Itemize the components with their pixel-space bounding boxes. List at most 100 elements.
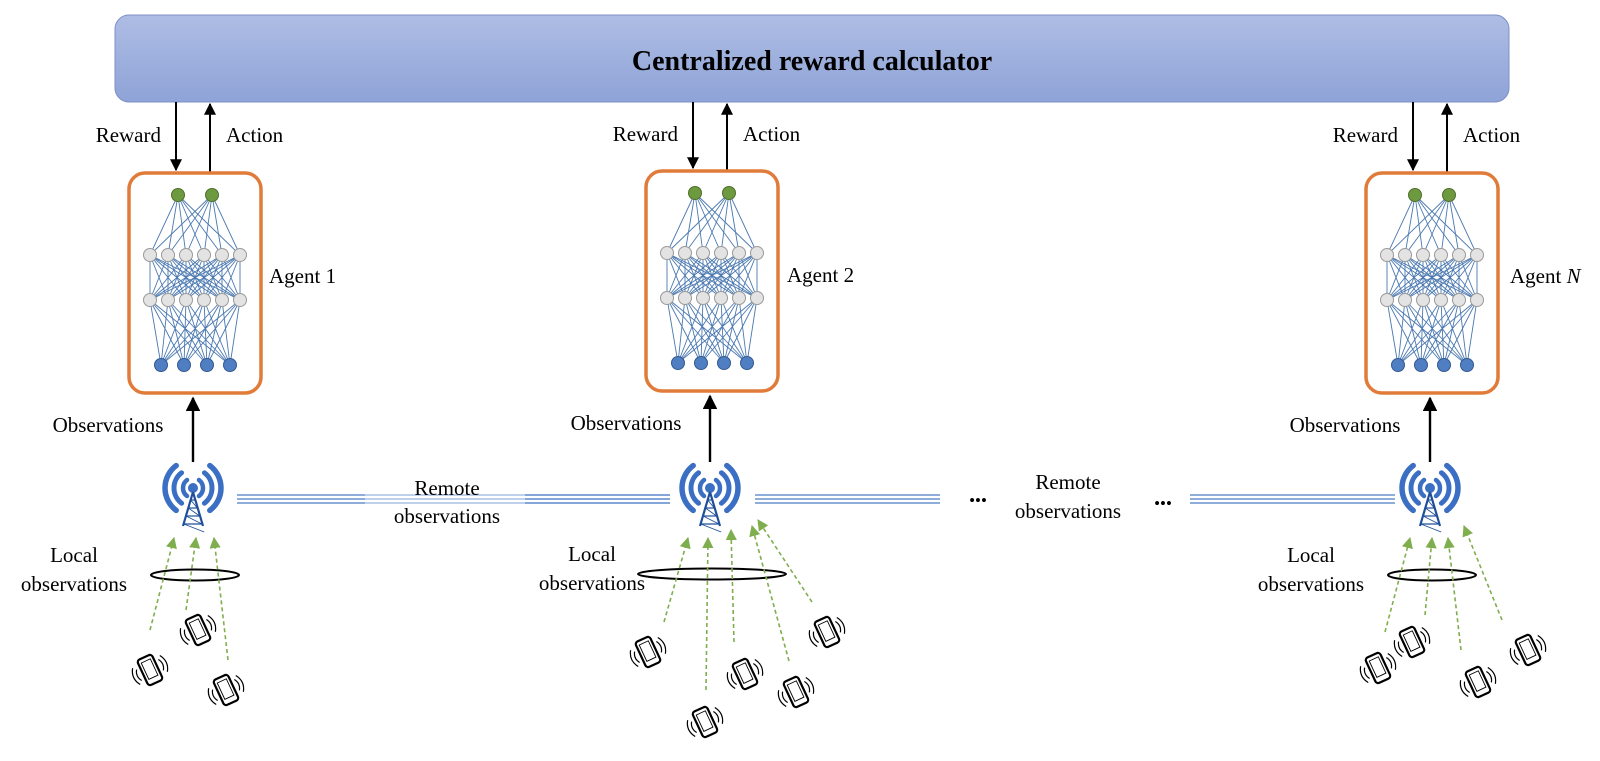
smartphone-icon bbox=[777, 675, 815, 709]
nn-edge bbox=[183, 299, 205, 366]
nn-input-node bbox=[1391, 358, 1405, 372]
nn-edge bbox=[1448, 194, 1478, 256]
nn-edge bbox=[1386, 194, 1450, 256]
nn-edges bbox=[149, 194, 241, 366]
nn-hidden-node bbox=[750, 246, 764, 260]
nn-edge bbox=[211, 194, 223, 256]
nn-hidden-node bbox=[696, 291, 710, 305]
nn-edge bbox=[149, 254, 187, 301]
nn-input-node bbox=[177, 358, 191, 372]
smartphone-icon bbox=[179, 613, 217, 647]
nn-hidden-node bbox=[1452, 248, 1466, 262]
nn-edge bbox=[167, 194, 213, 256]
nn-edge bbox=[677, 297, 686, 364]
nn-edge bbox=[149, 299, 231, 366]
nn-output-node bbox=[1442, 188, 1456, 202]
remote-label-1-line2: observations bbox=[394, 504, 500, 528]
nn-hidden-node bbox=[197, 293, 211, 307]
action-label: Action bbox=[226, 123, 284, 147]
nn-edge bbox=[666, 297, 702, 364]
smartphone-icon bbox=[1459, 665, 1497, 699]
nn-edge bbox=[1466, 299, 1478, 366]
action-label: Action bbox=[743, 122, 801, 146]
agent-label: Agent N bbox=[1510, 264, 1582, 288]
uplink-arrow bbox=[149, 536, 177, 631]
nn-edge bbox=[1414, 194, 1478, 256]
nn-edge bbox=[203, 194, 213, 256]
nn-edge bbox=[738, 252, 758, 299]
local-aggregation-ellipse bbox=[637, 567, 787, 581]
nn-edge bbox=[203, 254, 241, 301]
nn-edge bbox=[694, 192, 722, 254]
nn-edge bbox=[666, 252, 722, 299]
uplink-arrow bbox=[1443, 536, 1462, 651]
nn-edge bbox=[149, 194, 179, 256]
nn-edge bbox=[1422, 299, 1468, 366]
nn-edge bbox=[700, 297, 722, 364]
remote-link-1 bbox=[237, 494, 670, 504]
smartphone-icon bbox=[1393, 625, 1431, 659]
uplink-arrow bbox=[725, 528, 737, 643]
nn-edge bbox=[677, 297, 758, 364]
nn-edge bbox=[677, 297, 722, 364]
nn-edge bbox=[1440, 254, 1478, 301]
nn-hidden-node bbox=[678, 246, 692, 260]
reward-calculator-header: Centralized reward calculator bbox=[114, 14, 1510, 103]
nn-edge bbox=[183, 299, 187, 366]
agent-label-prefix: Agent bbox=[1510, 264, 1567, 288]
smartphone-icon bbox=[686, 705, 724, 739]
nn-edge bbox=[746, 297, 758, 364]
smartphone-icon bbox=[629, 635, 667, 669]
nn-edge bbox=[1404, 254, 1478, 301]
nn-edge bbox=[723, 297, 740, 364]
neural-network-icon bbox=[660, 186, 764, 370]
smartphone-icon bbox=[808, 615, 846, 649]
nn-edge bbox=[206, 299, 223, 366]
nn-input-node bbox=[740, 356, 754, 370]
nn-edge bbox=[1443, 299, 1460, 366]
nn-edge bbox=[720, 297, 748, 364]
nn-edge bbox=[684, 297, 702, 364]
nn-output-node bbox=[1408, 188, 1422, 202]
nn-edge bbox=[203, 299, 231, 366]
nn-edge bbox=[185, 299, 208, 366]
remote-label-1-line1: Remote bbox=[414, 476, 479, 500]
nn-hidden-node bbox=[1416, 293, 1430, 307]
nn-edge bbox=[694, 192, 704, 254]
agent-label: Agent 1 bbox=[269, 264, 336, 288]
nn-edge bbox=[177, 194, 241, 256]
nn-edge bbox=[1386, 254, 1478, 301]
nn-edge bbox=[185, 254, 241, 301]
nn-edge bbox=[1404, 194, 1450, 256]
nn-edge bbox=[702, 297, 725, 364]
nn-edge bbox=[666, 252, 740, 299]
nn-edge bbox=[666, 297, 725, 364]
uplink-arrow bbox=[1384, 536, 1413, 633]
nn-edge bbox=[684, 192, 730, 254]
nn-hidden-node bbox=[750, 291, 764, 305]
nn-edge bbox=[183, 299, 241, 366]
nn-hidden-node bbox=[1416, 248, 1430, 262]
nn-hidden-node bbox=[1398, 293, 1412, 307]
smartphone-icon bbox=[1359, 651, 1397, 685]
nn-hidden-node bbox=[143, 248, 157, 262]
nn-edge bbox=[1397, 299, 1478, 366]
nn-edge bbox=[666, 297, 679, 364]
nn-input-node bbox=[1437, 358, 1451, 372]
nn-edge bbox=[160, 299, 223, 366]
nn-hidden-node bbox=[179, 293, 193, 307]
observations-label: Observations bbox=[571, 411, 682, 435]
smartphone-icon bbox=[1509, 633, 1547, 667]
uplink-arrow bbox=[749, 524, 790, 662]
uplink-arrow bbox=[209, 536, 229, 661]
nn-hidden-node bbox=[660, 291, 674, 305]
nn-edge bbox=[720, 192, 730, 254]
nn-hidden-node bbox=[696, 246, 710, 260]
local-label-line1: Local bbox=[568, 542, 616, 566]
antenna-tower-icon bbox=[1399, 462, 1461, 533]
nn-hidden-node bbox=[215, 248, 229, 262]
nn-edge bbox=[211, 194, 241, 256]
nn-edges bbox=[1386, 194, 1478, 366]
